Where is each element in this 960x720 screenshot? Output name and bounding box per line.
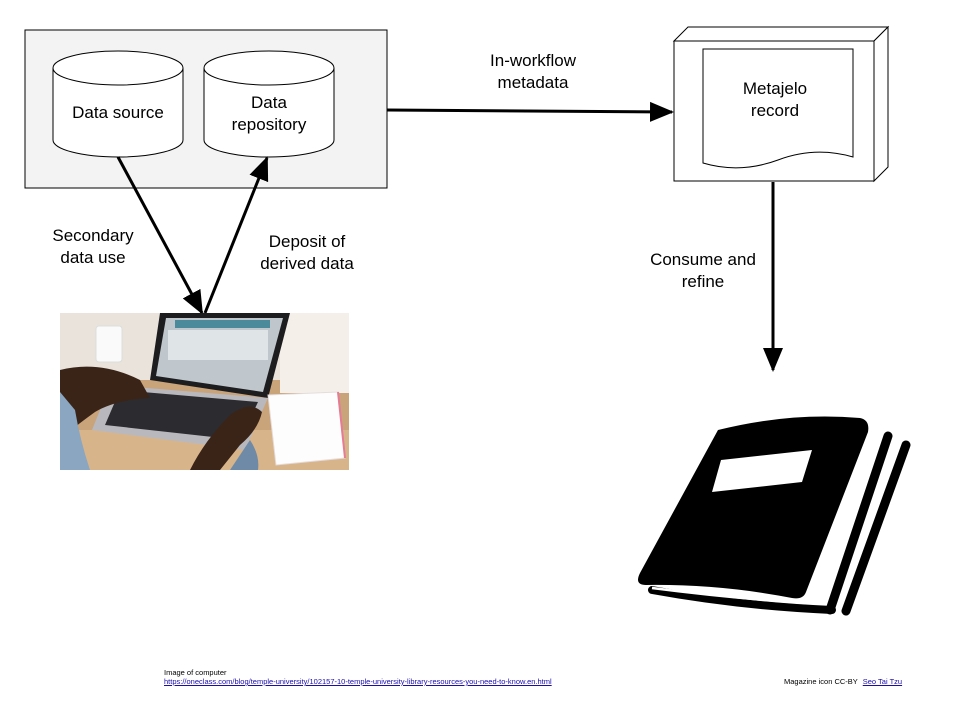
arrow-in-workflow xyxy=(386,101,674,122)
metajelo-record-label: Metajelo record xyxy=(742,79,808,120)
magazine-credit-prefix: Magazine icon CC-BY xyxy=(784,677,858,686)
arrow-deposit xyxy=(203,156,269,314)
data-source-cylinder xyxy=(52,50,184,158)
deposit-label: Deposit of derived data xyxy=(260,232,354,273)
data-source-label: Data source xyxy=(72,103,164,122)
data-repository-cylinder xyxy=(203,50,335,158)
data-repository-label: Data repository xyxy=(231,93,307,134)
computer-credit-title: Image of computer xyxy=(164,668,227,677)
magazine-credit-author-link[interactable]: Seo Tai Tzu xyxy=(862,677,903,686)
arrow-secondary-use xyxy=(116,156,204,315)
computer-image-credit: Image of computer https://oneclass.com/b… xyxy=(164,668,556,686)
magazine-credit: Magazine icon CC-BY Seo Tai Tzu xyxy=(784,677,924,686)
laptop-photo-icon xyxy=(60,313,349,470)
secondary-use-label: Secondary data use xyxy=(52,226,134,267)
magazine-icon xyxy=(638,416,911,616)
computer-credit-link[interactable]: https://oneclass.com/blog/temple-univers… xyxy=(164,677,552,686)
in-workflow-label: In-workflow metadata xyxy=(490,51,576,92)
metajelo-record-box xyxy=(672,25,890,183)
consume-label: Consume and refine xyxy=(650,250,756,291)
